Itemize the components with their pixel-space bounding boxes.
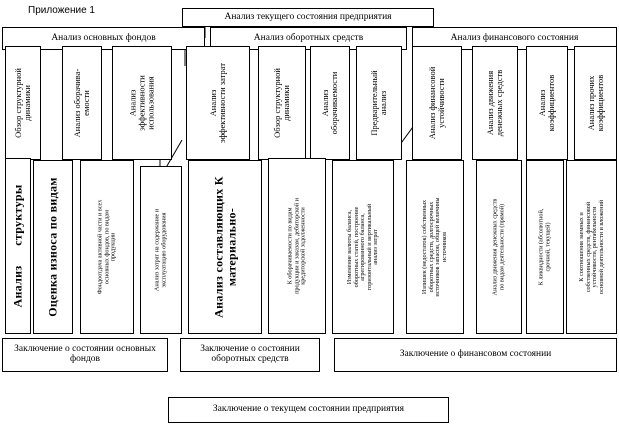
capital-productivity-label: Фондоотдача активной части и всех основн… [96,199,117,295]
cash-flow-label: Анализ движения денежных средств [485,69,504,137]
turnover-by-products-label: К оборачиваемости по видам продукции и з… [286,198,307,294]
liquidity-ratios-box: К ликвидности (абсолютной, срочной, теку… [526,160,564,334]
other-ratios-label: Анализ прочих коэффициентов [585,74,605,132]
turnover-by-products-box: К оборачиваемости по видам продукции и з… [268,158,326,334]
ratios-label: Анализ коэффициентов [537,74,556,132]
other-ratios-box: Анализ прочих коэффициентов [574,46,617,160]
equipment-costs-box: Анализ затрат на содержание и эксплуатац… [140,166,182,334]
cash-flow-by-activity-box: Анализ движения денежных средств по вида… [476,160,522,334]
balance-changes-box: Изменение валюты баланса, оборотных стат… [332,160,394,334]
cash-flow-box: Анализ движения денежных средств [472,46,518,160]
cash-flow-by-activity-label: Анализ движения денежных средств по вида… [491,198,506,296]
cost-efficiency-box: Анализ эффективности затрат [186,46,250,160]
structural-dynamics-label-1: Обзор структурной динамики [13,68,32,138]
ratios-box: Анализ коэффициентов [526,46,568,160]
final-conclusion-box: Заключение о текущем состоянии предприят… [168,397,449,423]
fixed-assets-conclusion-box: Заключение о состоянии основных фондов [2,338,168,372]
appendix-label: Приложение 1 [28,5,95,16]
financial-stability-box: Анализ финансовой устойчивости [412,46,462,160]
material-components-label: Анализ составляющих К материально- [211,176,238,318]
fixed-assets-analysis-box: Анализ основных фондов [2,27,205,50]
turnover-label-1: Анализ оборачива- емости [72,68,91,138]
usage-efficiency-label: Анализ эффективности использования [127,75,156,131]
debt-equity-ratios-box: К соотношения заемных и собственных сред… [566,160,617,334]
equipment-costs-label: Анализ затрат на содержание и эксплуатац… [153,208,168,292]
turnover-label-2: Анализ оборачиваемости [320,71,339,135]
debt-equity-ratios-label: К соотношения заемных и собственных сред… [577,199,605,295]
structural-dynamics-label-2: Обзор структурной динамики [272,68,291,138]
cost-efficiency-label: Анализ эффективности затрат [208,62,227,144]
balance-changes-label: Изменение валюты баланса, оборотных стат… [345,203,379,291]
current-assets-conclusion-box: Заключение о состоянии оборотных средств [180,338,320,372]
preliminary-analysis-box: Предварительный анализ [356,46,402,160]
structure-analysis-box: Анализ структуры [5,158,31,334]
wear-assessment-box: Оценка износа по видам [33,160,73,334]
working-capital-surplus-box: Излишек (недостаток) собственных оборотн… [406,160,464,334]
preliminary-analysis-label: Предварительный анализ [369,70,388,136]
turnover-box-1: Анализ оборачива- емости [62,46,102,160]
working-capital-surplus-label: Излишек (недостаток) собственных оборотн… [421,197,448,297]
current-state-analysis-box: Анализ текущего состояния предприятия [182,8,434,27]
structure-analysis-label: Анализ структуры [10,184,25,308]
structural-dynamics-box-2: Обзор структурной динамики [258,46,306,160]
liquidity-ratios-label: К ликвидности (абсолютной, срочной, теку… [537,208,552,286]
material-components-box: Анализ составляющих К материально- [188,160,262,334]
structural-dynamics-box-1: Обзор структурной динамики [5,46,41,160]
wear-assessment-label: Оценка износа по видам [45,177,60,317]
turnover-box-2: Анализ оборачиваемости [310,46,350,160]
usage-efficiency-box: Анализ эффективности использования [112,46,172,160]
financial-stability-label: Анализ финансовой устойчивости [427,66,446,140]
financial-conclusion-box: Заключение о финансовом состоянии [334,338,617,372]
capital-productivity-box: Фондоотдача активной части и всех основн… [80,160,134,334]
current-assets-analysis-box: Анализ оборотных средств [210,27,407,50]
